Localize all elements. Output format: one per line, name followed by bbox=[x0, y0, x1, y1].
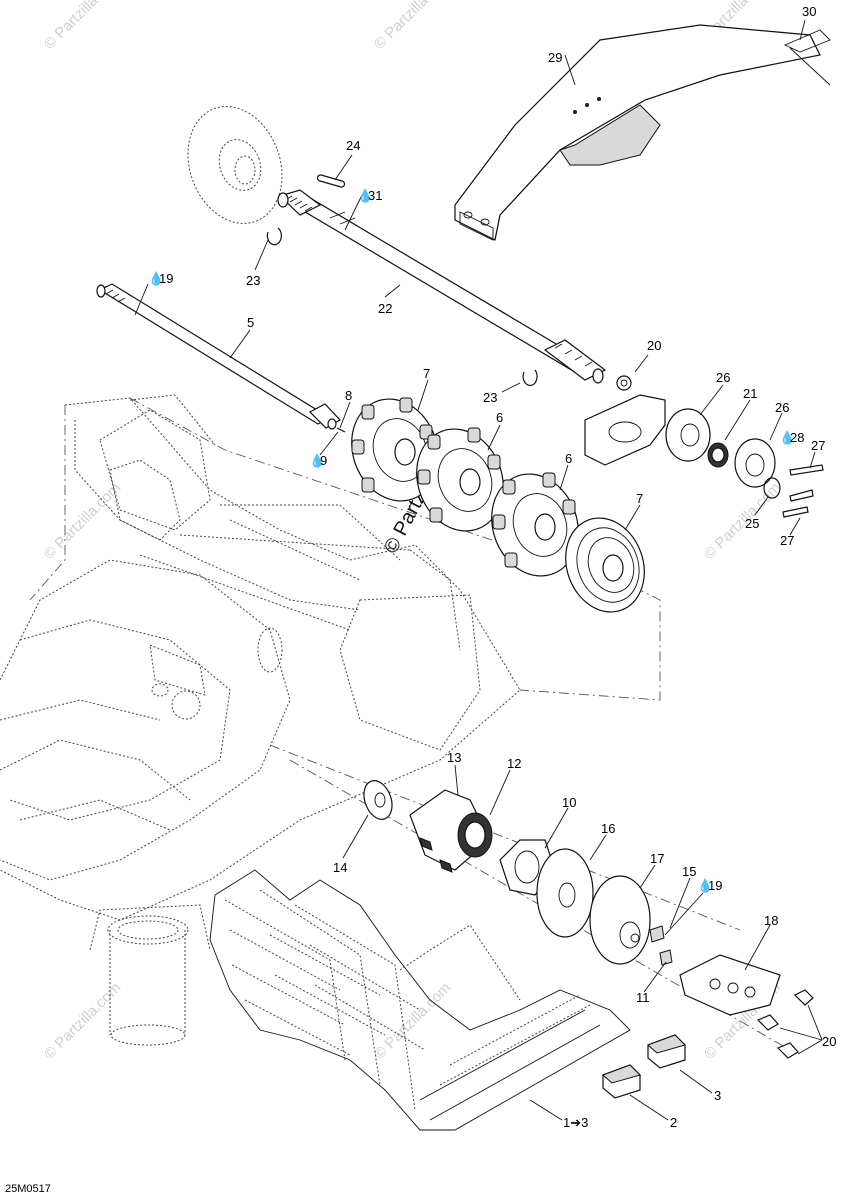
callout-15: 15 bbox=[682, 864, 696, 879]
callout-16: 16 bbox=[601, 821, 615, 836]
idler-wheel-part bbox=[565, 517, 645, 613]
callout-21: 21 bbox=[743, 386, 757, 401]
lower-bearing-parts bbox=[363, 780, 814, 1059]
callout-24: 24 bbox=[346, 138, 360, 153]
bearing-housing-part bbox=[584, 375, 666, 466]
sprocket-part bbox=[491, 472, 579, 577]
leader-lines bbox=[134, 19, 823, 1121]
watermark: © Partzilla.com bbox=[41, 479, 124, 562]
callout-3: 3 bbox=[714, 1088, 721, 1103]
drive-axle-part bbox=[277, 189, 607, 384]
callout-28: 28 bbox=[790, 430, 804, 445]
callout-29: 29 bbox=[548, 50, 562, 65]
drop-icon: 💧 bbox=[148, 271, 164, 286]
callout-2: 2 bbox=[670, 1115, 677, 1130]
watermark: © Partzilla.com bbox=[41, 0, 124, 53]
callout-26: 26 bbox=[775, 400, 789, 415]
drop-icon: 💧 bbox=[779, 430, 795, 445]
key-part bbox=[316, 174, 346, 188]
watermark: © Partzilla.com bbox=[41, 979, 124, 1062]
diagram-code: 25M0517 bbox=[5, 1183, 51, 1195]
callout-26: 26 bbox=[716, 370, 730, 385]
callout-12: 12 bbox=[507, 756, 521, 771]
callout-19: 19 bbox=[708, 878, 722, 893]
callout-17: 17 bbox=[650, 851, 664, 866]
sprocket-part bbox=[416, 427, 504, 532]
callout-20: 20 bbox=[647, 338, 661, 353]
callout-14: 14 bbox=[333, 860, 347, 875]
callout-7: 7 bbox=[636, 491, 643, 506]
snow-flap-part bbox=[454, 24, 831, 241]
callout-6: 6 bbox=[496, 410, 503, 425]
drop-icon: 💧 bbox=[697, 878, 713, 893]
callout-9: 9 bbox=[320, 453, 327, 468]
callout-30: 30 bbox=[802, 4, 816, 19]
driven-axle-part bbox=[96, 283, 346, 433]
drop-icon: 💧 bbox=[309, 453, 325, 468]
callout-5: 5 bbox=[247, 315, 254, 330]
callout-25: 25 bbox=[745, 516, 759, 531]
callout-7: 7 bbox=[423, 366, 430, 381]
watermark: © Partzilla.com bbox=[371, 979, 454, 1062]
callout-6: 6 bbox=[565, 451, 572, 466]
callout-labels: 30 29 24 💧 31 23 💧 19 22 5 20 23 8 7 6 2… bbox=[5, 4, 836, 1195]
watermark-layer: © Partzilla.com © Partzilla.com © Partzi… bbox=[41, 0, 784, 1063]
callout-8: 8 bbox=[345, 388, 352, 403]
circlip-part bbox=[266, 227, 538, 387]
callout-13: 13 bbox=[447, 750, 461, 765]
callout-27: 27 bbox=[811, 438, 825, 453]
callout-10: 10 bbox=[562, 795, 576, 810]
callout-23: 23 bbox=[246, 273, 260, 288]
slider-part bbox=[602, 1034, 686, 1099]
drop-icon: 💧 bbox=[357, 188, 373, 203]
callout-23: 23 bbox=[483, 390, 497, 405]
callout-31: 31 bbox=[368, 188, 382, 203]
callout-27: 27 bbox=[780, 533, 794, 548]
callout-22: 22 bbox=[378, 301, 392, 316]
watermark: © Partzilla.com bbox=[701, 479, 784, 562]
callout-11: 11 bbox=[636, 990, 650, 1005]
watermark: © Partzilla.com bbox=[371, 0, 454, 53]
callout-20: 20 bbox=[822, 1034, 836, 1049]
callout-1-to-3: 1➔3 bbox=[563, 1115, 588, 1130]
bearing-plate-part bbox=[665, 408, 824, 518]
brake-disc-phantom bbox=[187, 106, 283, 224]
track bbox=[209, 869, 631, 1131]
callout-19: 19 bbox=[159, 271, 173, 286]
callout-18: 18 bbox=[764, 913, 778, 928]
